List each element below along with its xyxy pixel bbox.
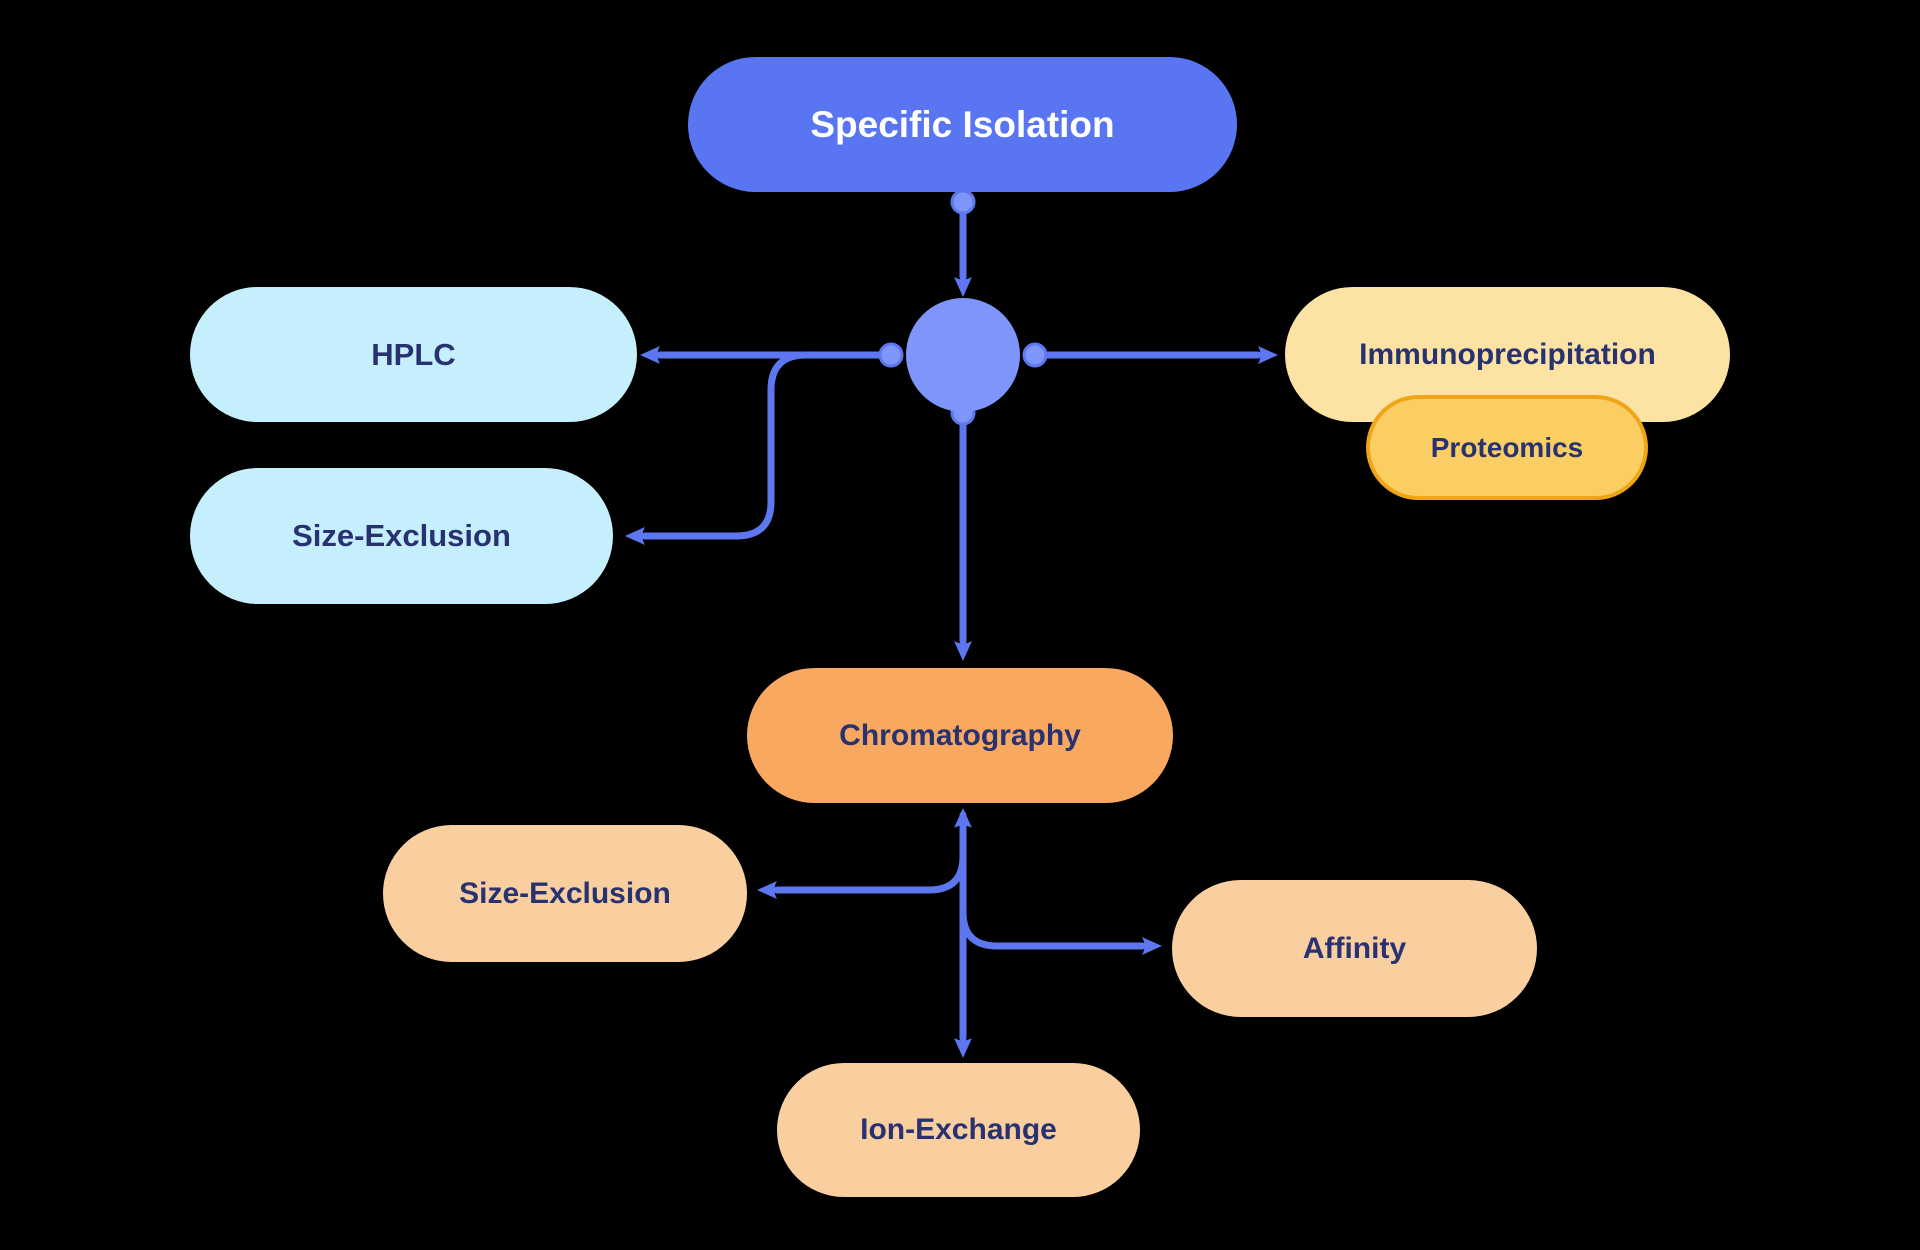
dot-hub-right	[1022, 342, 1048, 368]
edge-chromatography-to-affinity	[959, 908, 1162, 955]
node-label: Immunoprecipitation	[1359, 337, 1656, 371]
dot-title-bottom	[950, 189, 976, 215]
node-affinity: Affinity	[1172, 880, 1537, 1017]
edge-chromatography-to-size-exclusion-bottom	[757, 852, 967, 899]
node-label: Proteomics	[1430, 431, 1584, 463]
node-proteomics: Proteomics	[1366, 395, 1648, 500]
node-label: Ion-Exchange	[860, 1113, 1057, 1146]
node-size-exclusion-top: Size-Exclusion	[190, 468, 613, 604]
node-label: Affinity	[1302, 931, 1407, 965]
edge-hub-to-size-exclusion-top	[625, 351, 810, 545]
hub-connector-node	[906, 298, 1020, 412]
node-specific-isolation: Specific Isolation	[688, 57, 1237, 192]
node-label: Specific Isolation	[810, 103, 1115, 145]
node-hplc: HPLC	[190, 287, 637, 422]
node-label: Size-Exclusion	[459, 876, 671, 910]
node-label: Size-Exclusion	[292, 518, 511, 553]
node-size-exclusion-bottom: Size-Exclusion	[383, 825, 747, 962]
node-chromatography: Chromatography	[747, 668, 1173, 803]
node-label: Chromatography	[839, 718, 1081, 752]
node-ion-exchange: Ion-Exchange	[777, 1063, 1140, 1197]
node-label: HPLC	[371, 336, 456, 372]
dot-hub-left	[878, 342, 904, 368]
